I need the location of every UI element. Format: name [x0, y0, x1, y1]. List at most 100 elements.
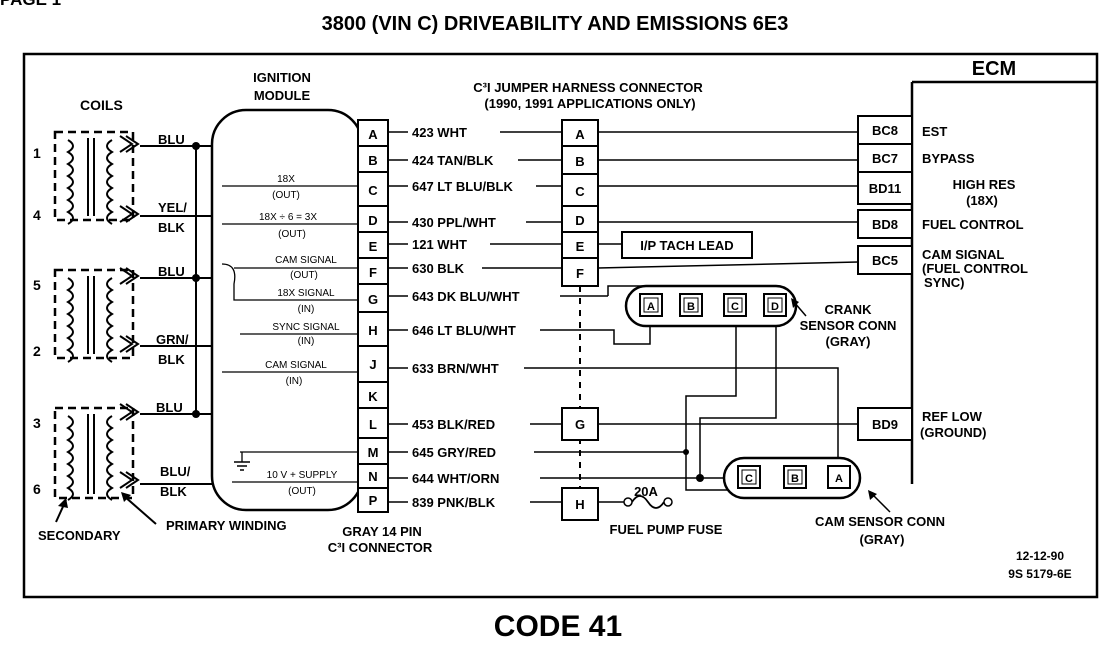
splice-dot-3 — [192, 410, 200, 418]
coil-terminal-arrow-6 — [119, 471, 140, 489]
cam-pointer — [871, 493, 891, 513]
primary-pointer-head — [121, 492, 131, 502]
pin-box-n — [357, 463, 389, 489]
signal-line-cam-out — [221, 263, 362, 301]
coil-terminal-arrow-1 — [119, 135, 140, 153]
signal-label: CAM SIGNAL — [275, 255, 337, 266]
tach-lead-label: I/P TACH LEAD — [640, 238, 733, 253]
pin-letter: L — [369, 417, 377, 432]
primary-winding-3 — [106, 415, 114, 501]
ecm-pin-label: BC8 — [872, 123, 898, 138]
wire-label: 633 BRN/WHT — [412, 361, 499, 376]
ecm-pin-label: BD11 — [869, 181, 902, 196]
wire-label: 646 LT BLU/WHT — [412, 323, 516, 338]
pin-letter: D — [368, 213, 377, 228]
signal-label: (IN) — [286, 376, 303, 387]
jumper-title-line1: C³I JUMPER HARNESS CONNECTOR — [473, 80, 703, 95]
ecm-title: ECM — [972, 58, 1016, 80]
coil-number-4: 4 — [33, 207, 41, 223]
wire-label: 430 PPL/WHT — [412, 215, 496, 230]
pin-box-b — [357, 145, 389, 173]
outer-frame — [22, 52, 1099, 599]
coil-terminal-arrow-2 — [119, 205, 140, 223]
coil-terminal-arrow-4 — [119, 335, 140, 353]
ecm-function: CAM SIGNAL — [922, 247, 1004, 262]
crank-pin-letter: C — [731, 301, 739, 313]
pin-letter: E — [369, 239, 378, 254]
signal-label: 10 V + SUPPLY — [267, 470, 338, 481]
ecm-pin-box-bc5 — [857, 245, 913, 275]
page-title: 3800 (VIN C) DRIVEABILITY AND EMISSIONS … — [322, 13, 789, 35]
signal-label: SYNC SIGNAL — [272, 322, 340, 333]
coil-number-6: 6 — [33, 481, 41, 497]
module-title-line2: MODULE — [254, 88, 311, 103]
ecm-function: FUEL CONTROL — [922, 217, 1024, 232]
fuse-terminal-right — [663, 497, 673, 507]
primary-winding-2 — [106, 277, 114, 363]
secondary-pointer-head — [58, 498, 68, 508]
wire-label: 453 BLK/RED — [412, 417, 495, 432]
cam-pin-c-inner — [741, 469, 757, 485]
signal-label: (IN) — [298, 304, 315, 315]
tach-lead-box — [621, 231, 753, 259]
pin-letter: J — [369, 357, 376, 372]
ignition-module: IGNITION MODULE 18X (OUT) 18X ÷ 6 = 3X (… — [210, 70, 364, 512]
crank-pointer-head — [791, 298, 799, 308]
secondary-label: SECONDARY — [38, 528, 121, 543]
wire-label: 647 LT BLU/BLK — [412, 179, 513, 194]
signal-label: (OUT) — [278, 229, 306, 240]
pin-box-j — [357, 345, 389, 383]
wire-label: 423 WHT — [412, 125, 467, 140]
wire-label: 839 PNK/BLK — [412, 495, 496, 510]
coil-wire-label: BLK — [158, 220, 185, 235]
wire-644-to-crank-c — [699, 318, 777, 478]
splice-dot-2 — [192, 274, 200, 282]
ecm-pin-box-bd8 — [857, 209, 913, 239]
jumper-pin-box-h — [561, 487, 599, 521]
coil-wire-label: BLK — [158, 352, 185, 367]
jumper-pin-letter: B — [575, 154, 584, 169]
crank-pin-c-box — [723, 293, 747, 317]
ecm-function: REF LOW — [922, 409, 983, 424]
cam-pin-b-box — [783, 465, 807, 489]
connector-label-line1: GRAY 14 PIN — [342, 524, 422, 539]
crank-pin-letter: A — [647, 301, 655, 313]
wire-label: 121 WHT — [412, 237, 467, 252]
wire-label: 645 GRY/RED — [412, 445, 496, 460]
jumper-pin-letter: A — [575, 127, 585, 142]
wire-633-route — [524, 367, 839, 466]
coil-number-5: 5 — [33, 277, 41, 293]
crank-pin-b-inner — [683, 297, 699, 313]
coil-wire-label: YEL/ — [158, 200, 187, 215]
coil-terminal-arrow-3 — [119, 267, 140, 285]
jumper-title-line2: (1990, 1991 APPLICATIONS ONLY) — [484, 96, 695, 111]
connector-label-line2: C³I CONNECTOR — [328, 540, 433, 555]
pin-box-a — [357, 119, 389, 147]
wire-label: 643 DK BLU/WHT — [412, 289, 520, 304]
cam-pin-letter: B — [791, 473, 799, 485]
pin-letter: A — [368, 127, 378, 142]
ecm-function: (18X) — [966, 193, 998, 208]
crank-pin-letter: D — [771, 301, 779, 313]
ecm-function: HIGH RES — [953, 177, 1016, 192]
signal-label: CAM SIGNAL — [265, 360, 327, 371]
c3i-14pin-connector: A B C D E F G H J K L M N P GRAY 14 PIN … — [328, 119, 433, 555]
code-title: CODE 41 — [494, 610, 622, 643]
pin-letter: G — [368, 292, 378, 307]
cam-pointer-head — [868, 490, 877, 500]
module-body — [210, 108, 364, 512]
crank-pin-d-inner — [767, 297, 783, 313]
coil-pair-5-2 — [53, 268, 135, 360]
page-label: PAGE 1 — [0, 0, 61, 9]
pin-box-e — [357, 231, 389, 259]
date-stamp: 12-12-90 — [1016, 549, 1064, 563]
fuse-label: FUEL PUMP FUSE — [610, 522, 723, 537]
ecm-pin-label: BD8 — [872, 217, 898, 232]
wire-label: 630 BLK — [412, 261, 465, 276]
jumper-pin-letter: C — [575, 184, 585, 199]
ecm-pin-box-bd9 — [857, 407, 913, 441]
module-title-line1: IGNITION — [253, 70, 311, 85]
jumper-pin-letter: H — [575, 497, 584, 512]
crank-pin-a-box — [639, 293, 663, 317]
